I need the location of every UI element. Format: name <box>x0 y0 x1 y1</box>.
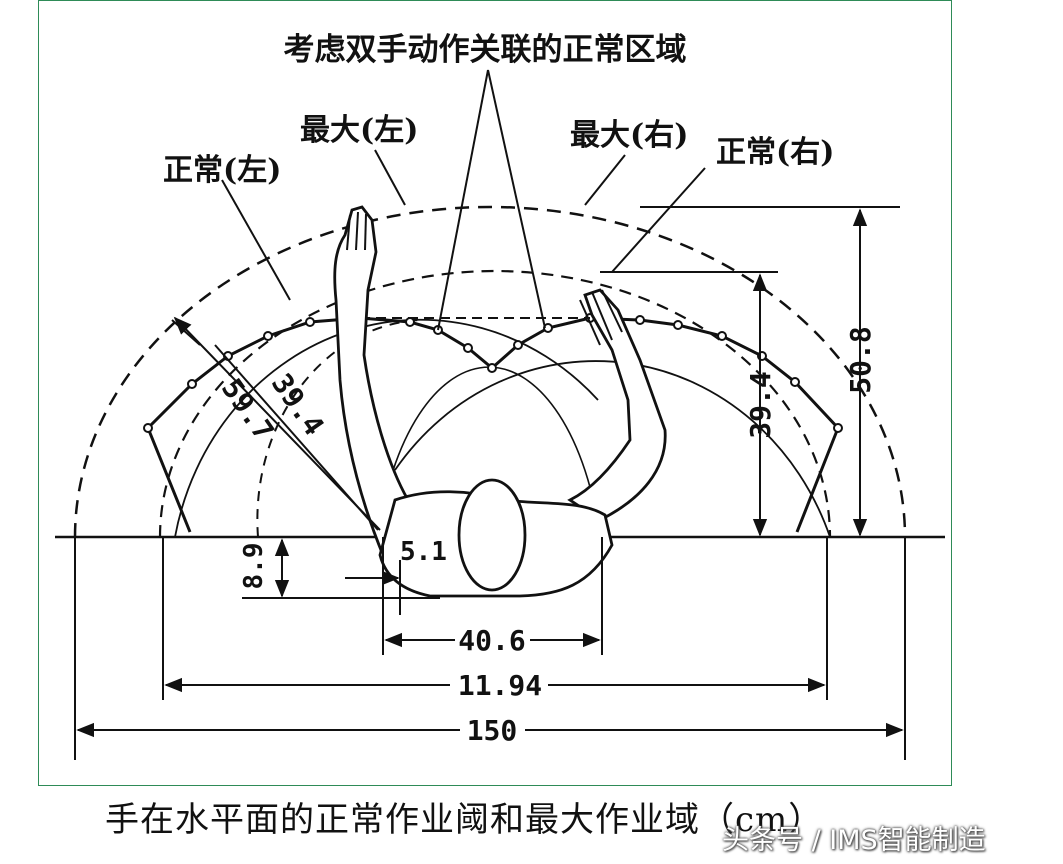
leader-lines <box>221 149 706 301</box>
value-40-6: 40.6 <box>458 624 525 657</box>
dim-8-9 <box>242 538 440 599</box>
value-8-9: 8.9 <box>239 543 269 590</box>
value-150: 150 <box>467 714 518 747</box>
dim-50-8 <box>640 206 900 537</box>
value-50-8: 50.8 <box>844 326 877 393</box>
dim-5-1 <box>345 560 401 615</box>
max-outer-arc <box>73 205 907 538</box>
value-39-4-right: 39.4 <box>744 371 777 438</box>
label-max-right: 最大(右) <box>570 118 688 153</box>
figure-caption: 手在水平面的正常作业阈和最大作业域（cm） <box>105 800 824 840</box>
label-max-left: 最大(左) <box>300 113 418 148</box>
dim-39-4-right <box>600 271 778 537</box>
diagram-frame <box>38 0 952 786</box>
watermark: 头条号 / IMS智能制造 <box>722 825 986 856</box>
value-11-94: 11.94 <box>458 669 542 702</box>
diagram-title: 考虑双手动作关联的正常区域 <box>284 32 687 68</box>
label-normal-left: 正常(左) <box>163 153 281 188</box>
dim-40-6 <box>382 537 603 655</box>
dim-diagonals <box>171 316 381 531</box>
label-normal-right: 正常(右) <box>716 135 834 170</box>
dim-11-94 <box>162 537 828 700</box>
value-5-1: 5.1 <box>400 537 447 567</box>
dashed-arc-left <box>256 319 421 538</box>
human-figure <box>333 205 667 598</box>
dim-150 <box>74 537 906 760</box>
title-pointers <box>437 69 546 331</box>
hand-details <box>346 211 623 346</box>
